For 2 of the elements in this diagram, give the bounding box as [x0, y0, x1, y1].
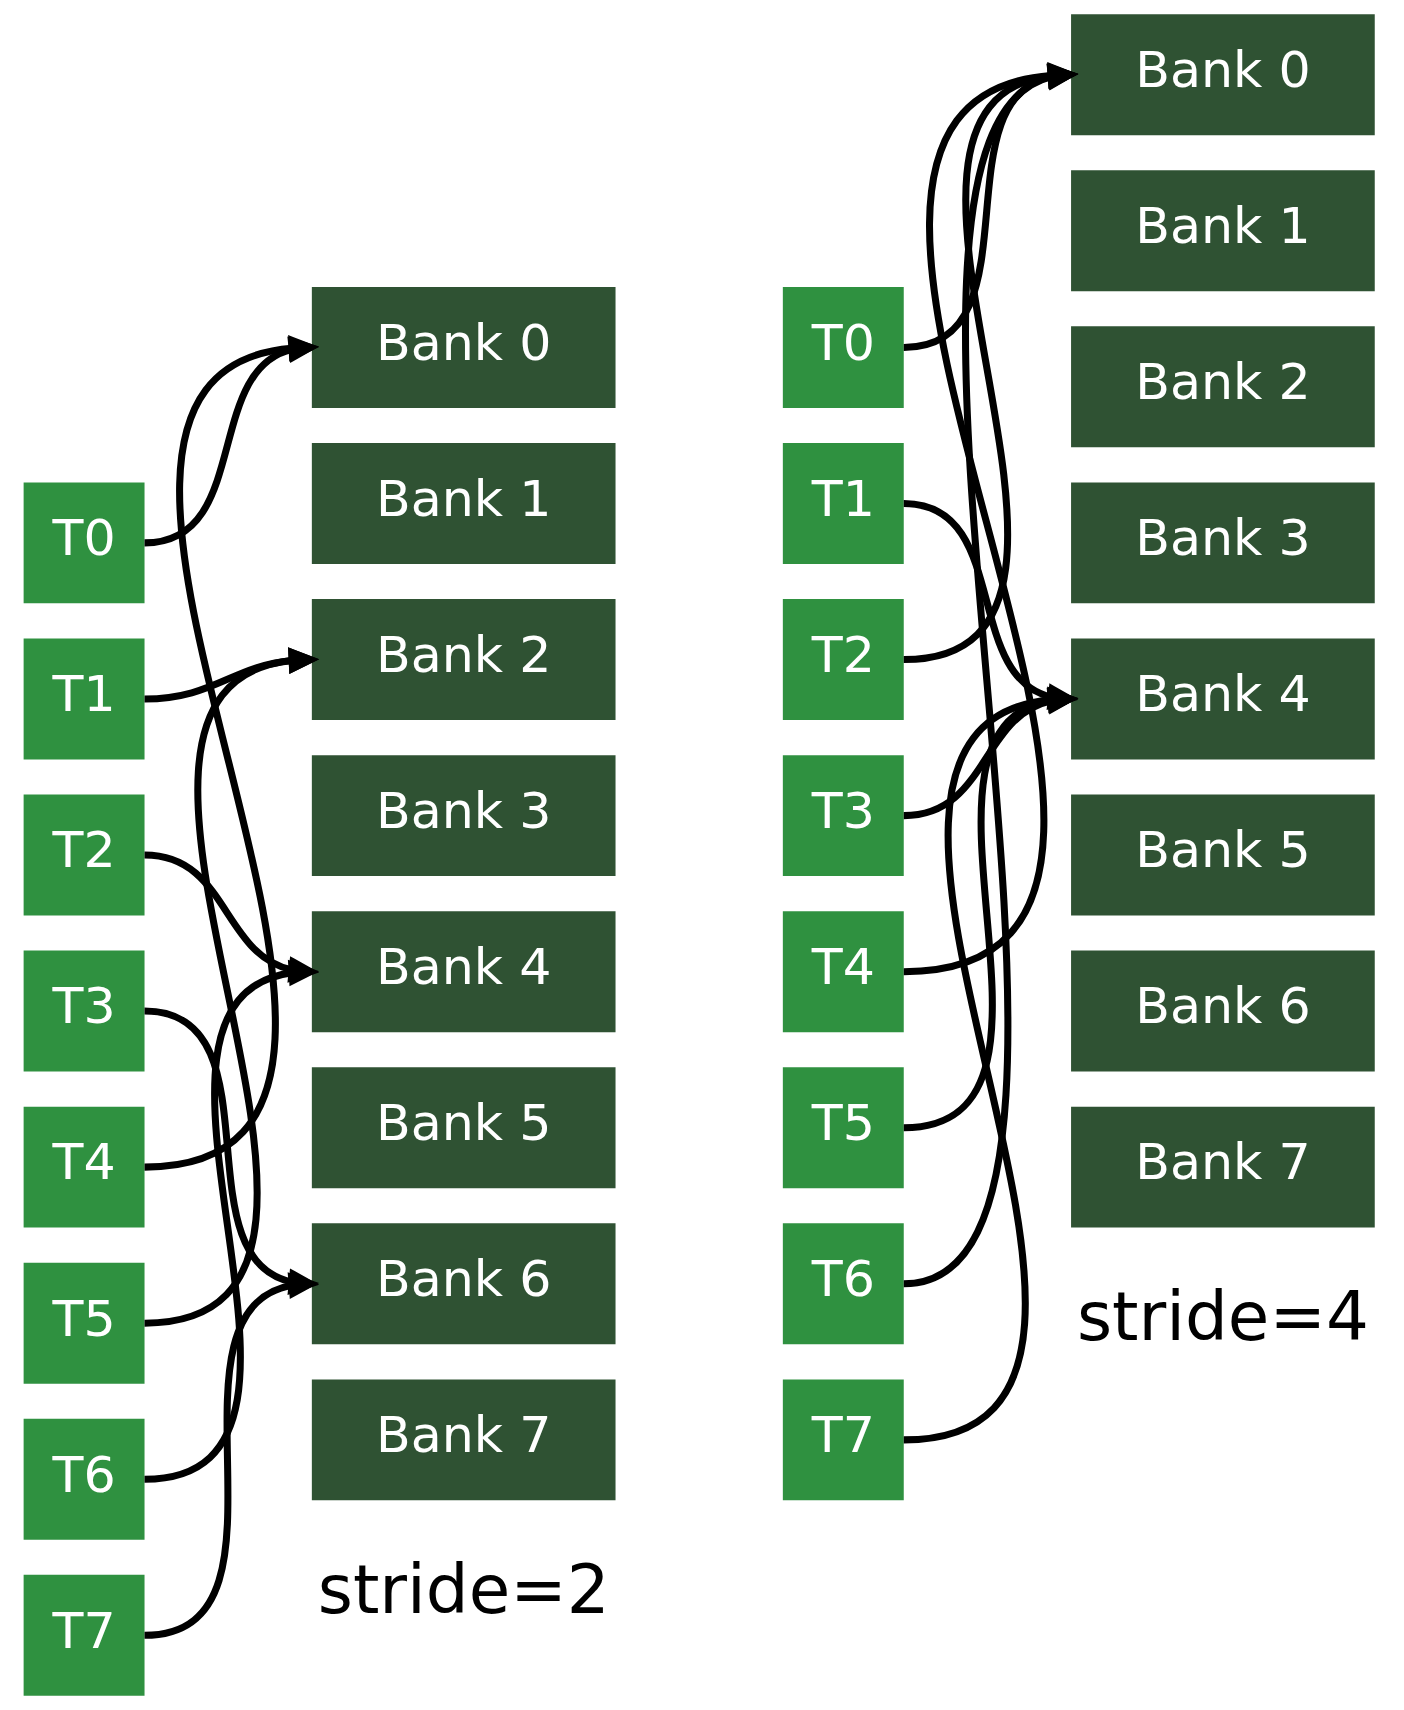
label: stride=2 [317, 1549, 610, 1629]
label: stride=4 [1076, 1276, 1369, 1356]
